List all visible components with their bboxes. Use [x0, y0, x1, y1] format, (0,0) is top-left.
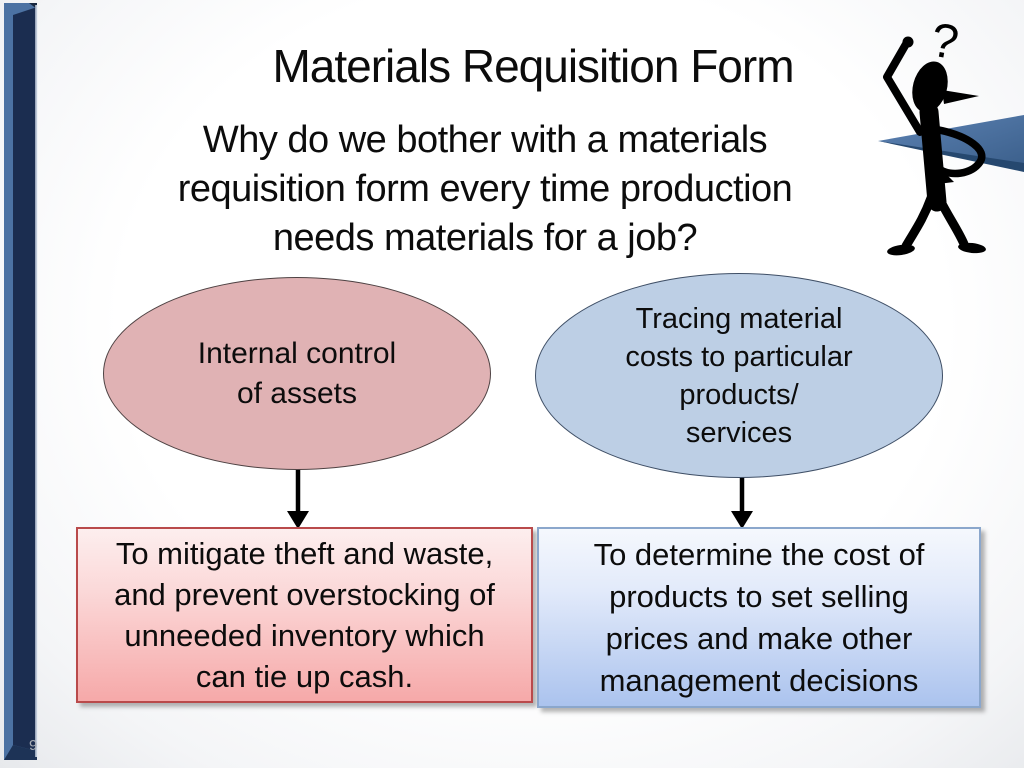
pointer-triangle — [878, 115, 1024, 172]
page-number: 9 — [29, 737, 38, 754]
ellipse-tracing-costs-label: Tracing material costs to particular pro… — [625, 302, 853, 449]
connector-arrow-left — [287, 467, 309, 529]
box-mitigate-theft: To mitigate theft and waste, and prevent… — [76, 527, 533, 703]
sidebar-bar — [4, 3, 38, 760]
slide-title: Materials Requisition Form — [272, 40, 794, 92]
ellipse-internal-control-label: Internal control of assets — [197, 336, 397, 410]
box-mitigate-theft-label: To mitigate theft and waste, and prevent… — [114, 536, 495, 694]
slide-question: Why do we bother with a materials requis… — [177, 119, 793, 259]
box-determine-cost-label: To determine the cost of products to set… — [593, 536, 925, 698]
connector-arrow-right — [731, 477, 753, 529]
ellipse-tracing-costs: Tracing material costs to particular pro… — [535, 273, 943, 478]
ellipse-internal-control: Internal control of assets — [103, 277, 491, 470]
box-determine-cost: To determine the cost of products to set… — [537, 527, 981, 708]
